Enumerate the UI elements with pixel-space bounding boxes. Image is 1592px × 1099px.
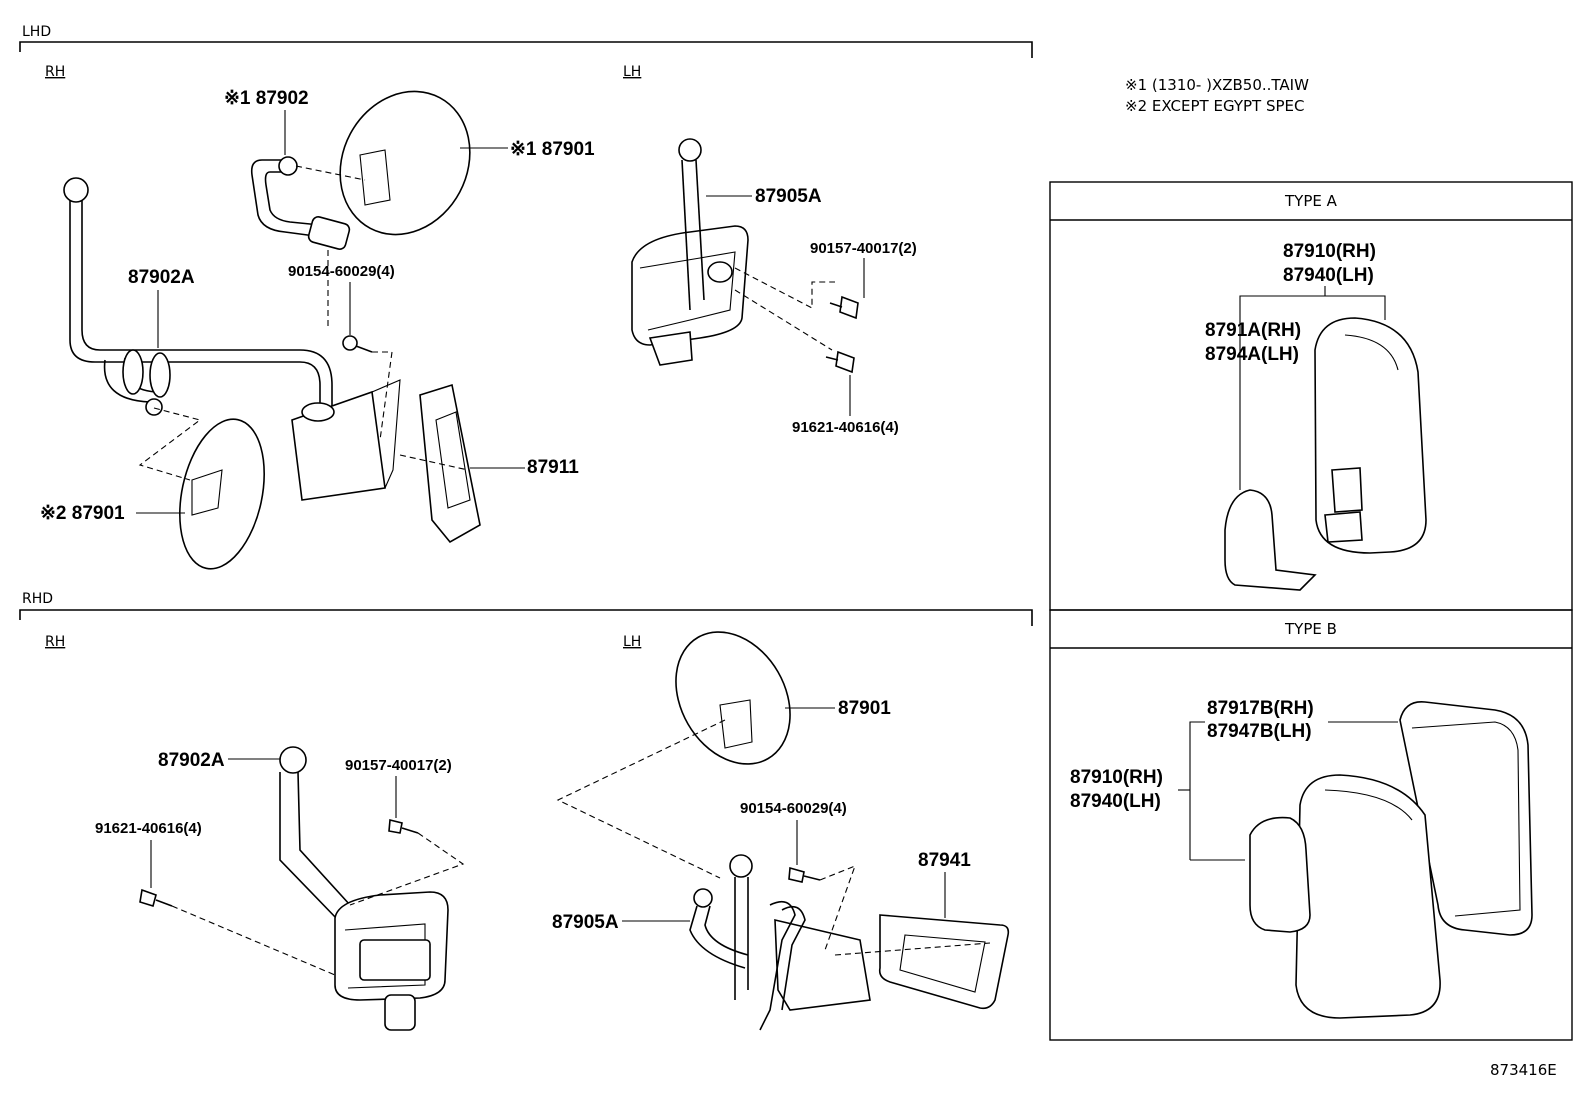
lhd-rh-subheading: RH: [45, 64, 65, 80]
rhd-rh-assembly: [139, 746, 465, 1031]
label-87917B-rh: 87917B(RH): [1207, 698, 1314, 719]
label-87940-lh-a: 87940(LH): [1283, 265, 1374, 286]
mirror-87901-bottom: [179, 418, 265, 570]
label-87901-bottom: ※2 87901: [40, 503, 125, 524]
label-87902A: 87902A: [128, 267, 195, 288]
type-b-box: TYPE B 87917B(RH) 87947B(LH) 87910(RH) 8…: [1049, 609, 1573, 1041]
lhd-rh-labels: ※1 87902 ※1 87901 87902A 90154-60029(4) …: [40, 88, 595, 524]
label-87901-top: ※1 87901: [510, 139, 595, 160]
mirror-87901-top: [339, 90, 471, 236]
label-90157-40017-rhd: 90157-40017(2): [345, 757, 452, 774]
label-8791A-rh: 8791A(RH): [1205, 320, 1301, 341]
label-87910-rh-b: 87910(RH): [1070, 767, 1163, 788]
rhd-rh-subheading: RH: [45, 634, 65, 650]
label-87901-rhd: 87901: [838, 698, 891, 719]
label-90154-60029-rhd: 90154-60029(4): [740, 800, 847, 817]
label-87905A: 87905A: [755, 186, 822, 207]
label-87902A-rhd: 87902A: [158, 750, 225, 771]
label-87940-lh-b: 87940(LH): [1070, 791, 1161, 812]
label-87941: 87941: [918, 850, 971, 871]
label-87911: 87911: [527, 457, 579, 478]
rhd-lh-assembly: [556, 631, 1010, 1031]
type-b-title: TYPE B: [1284, 620, 1337, 638]
note-1: ※1 (1310- )XZB50..TAIW: [1125, 76, 1309, 94]
lhd-lh-labels: 87905A 90157-40017(2) 91621-40616(4): [706, 186, 917, 436]
label-90157-40017: 90157-40017(2): [810, 240, 917, 257]
lhd-rh-assembly: [63, 90, 481, 570]
rhd-rh-labels: 87902A 90157-40017(2) 91621-40616(4): [95, 750, 452, 888]
rhd-heading: RHD: [22, 591, 53, 607]
label-91621-40616: 91621-40616(4): [792, 419, 899, 436]
label-87910-rh-a: 87910(RH): [1283, 241, 1376, 262]
label-87902: ※1 87902: [224, 88, 309, 109]
label-87905A-rhd: 87905A: [552, 912, 619, 933]
lhd-lh-subheading: LH: [623, 64, 641, 80]
label-90154-60029: 90154-60029(4): [288, 263, 395, 280]
rhd-lh-subheading: LH: [623, 634, 641, 650]
mirror-87901-rhd: [675, 631, 791, 765]
figure-id: 873416E: [1490, 1061, 1557, 1079]
rhd-section-bracket: RHD: [19, 591, 1033, 626]
note-2: ※2 EXCEPT EGYPT SPEC: [1125, 97, 1304, 115]
label-8794A-lh: 8794A(LH): [1205, 344, 1299, 365]
label-91621-40616-rhd: 91621-40616(4): [95, 820, 202, 837]
type-a-title: TYPE A: [1284, 192, 1338, 210]
lhd-lh-assembly: [631, 138, 859, 374]
label-87947B-lh: 87947B(LH): [1207, 721, 1312, 742]
lhd-heading: LHD: [22, 24, 51, 40]
type-a-box: TYPE A 87910(RH) 87940(LH) 8791A(RH) 879…: [1049, 181, 1573, 611]
lhd-section-bracket: LHD: [19, 24, 1033, 58]
rhd-lh-labels: 87901 90154-60029(4) 87941 87905A: [552, 698, 971, 933]
